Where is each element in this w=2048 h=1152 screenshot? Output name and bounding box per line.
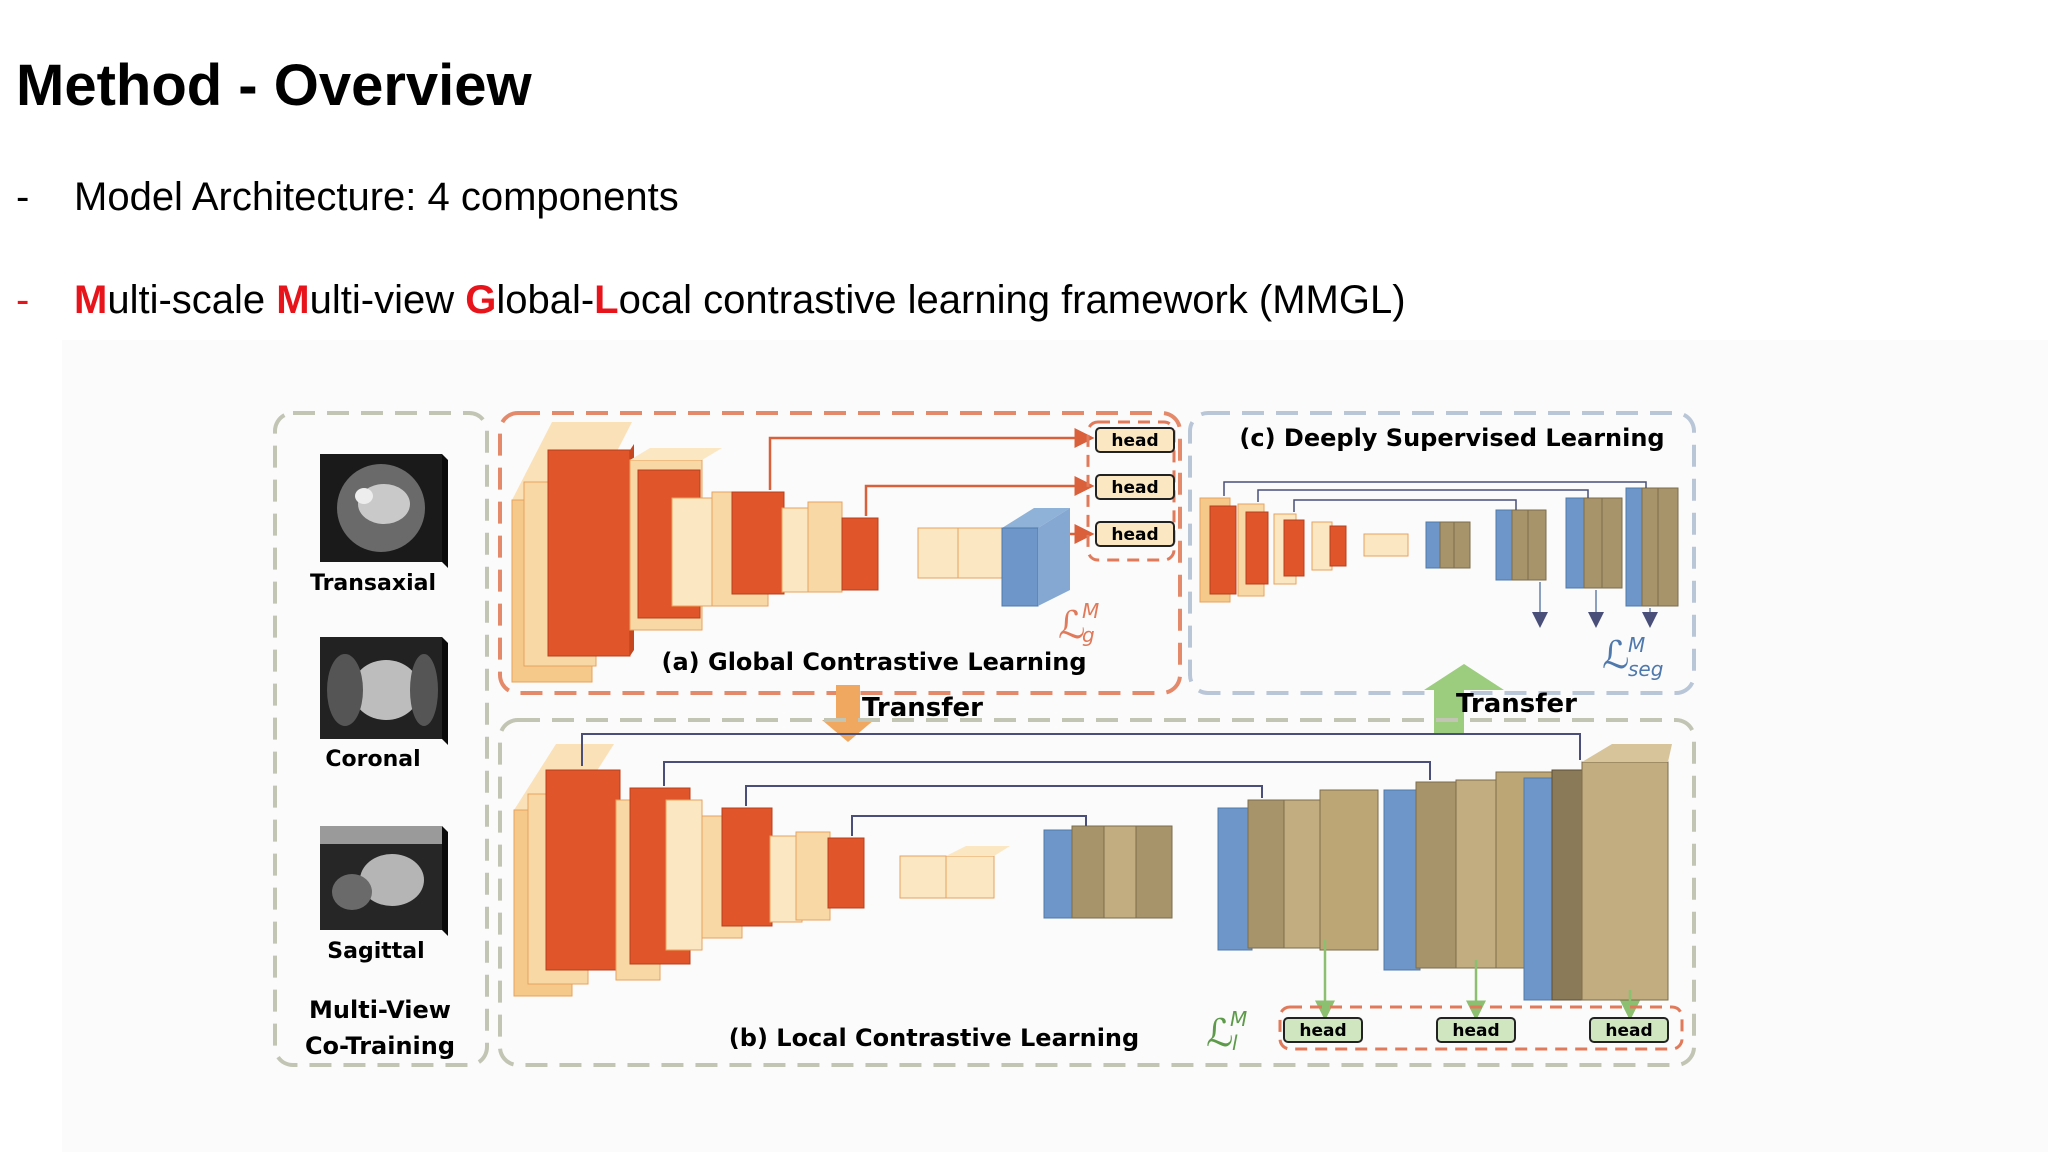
head-label: head [1605,1021,1652,1041]
deep-skip-line [1257,489,1589,502]
head-label: head [1452,1021,1499,1041]
transfer-up-arrow [1424,664,1504,733]
loss-symbol-sub: seg [1628,657,1663,681]
head-box: head [1589,1017,1669,1043]
loss-g-symbol: ℒ M g [1058,599,1099,647]
loss-symbol-sup: M [1230,1007,1247,1031]
text-part: ocal contrastive learning framework (MMG… [618,278,1406,322]
highlight-letter: G [465,278,497,322]
bullet-text: Multi-scale Multi-view Global-Local cont… [74,278,1406,323]
transaxial-ct-image [320,454,448,568]
head-label: head [1111,478,1158,498]
local-panel-label: (b) Local Contrastive Learning [729,1024,1139,1052]
bullet-mmgl: - Multi-scale Multi-view Global-Local co… [16,278,1406,323]
loss-symbol-sup: M [1628,633,1645,657]
local-skip-line [581,733,1581,766]
head-label: head [1299,1021,1346,1041]
view-label-coronal: Coronal [325,747,420,772]
head-label: head [1111,431,1158,451]
head-box: head [1436,1017,1516,1043]
loss-l-symbol: ℒ M l [1206,1007,1247,1055]
view-label-transaxial: Transaxial [310,571,436,596]
local-skip-line [745,785,1263,806]
cotraining-label-line1: Multi-View [309,996,451,1024]
loss-symbol-base: ℒ [1206,1011,1233,1055]
global-skip-arrow [864,476,1095,516]
text-part: lobal- [496,278,595,322]
transfer-label-right: Transfer [1456,689,1577,719]
head-label: head [1111,525,1158,545]
multiview-panel [273,411,489,1067]
local-skip-line [663,761,1431,786]
loss-symbol-sub: l [1232,1031,1238,1055]
highlight-letter: M [276,278,310,322]
bullet-model-architecture: - Model Architecture: 4 components [16,175,679,220]
cotraining-label-line2: Co-Training [305,1032,455,1060]
view-label-sagittal: Sagittal [327,939,424,964]
local-panel [498,718,1696,1067]
local-heads-group [1278,1005,1684,1051]
slide-title: Method - Overview [16,53,532,118]
head-box: head [1283,1017,1363,1043]
text-part: ulti-scale [107,278,277,322]
deep-skip-line [1223,481,1647,496]
local-unet-blocks [513,744,1672,1001]
bullet-text: Model Architecture: 4 components [74,175,679,219]
highlight-letter: M [74,278,108,322]
sagittal-ct-image [320,826,448,936]
global-encoder-blocks [511,422,1070,683]
head-box: head [1095,427,1175,453]
bullet-dash: - [16,175,30,219]
highlight-letter: L [594,278,619,322]
global-skip-arrow [768,428,1095,490]
loss-symbol-base: ℒ [1602,633,1629,677]
head-box: head [1095,521,1175,547]
head-box: head [1095,474,1175,500]
deep-panel-label: (c) Deeply Supervised Learning [1239,424,1664,452]
coronal-ct-image [320,637,448,745]
deep-skip-line [1293,499,1517,512]
loss-symbol-base: ℒ [1058,603,1085,647]
deep-unet-blocks [1199,487,1679,607]
global-panel-label: (a) Global Contrastive Learning [662,648,1087,676]
bullet-dash: - [16,278,30,322]
text-part: ulti-view [309,278,466,322]
local-skip-line [851,815,1087,836]
loss-symbol-sup: M [1082,599,1099,623]
loss-symbol-sub: g [1082,623,1095,647]
loss-seg-symbol: ℒ M seg [1602,633,1663,681]
